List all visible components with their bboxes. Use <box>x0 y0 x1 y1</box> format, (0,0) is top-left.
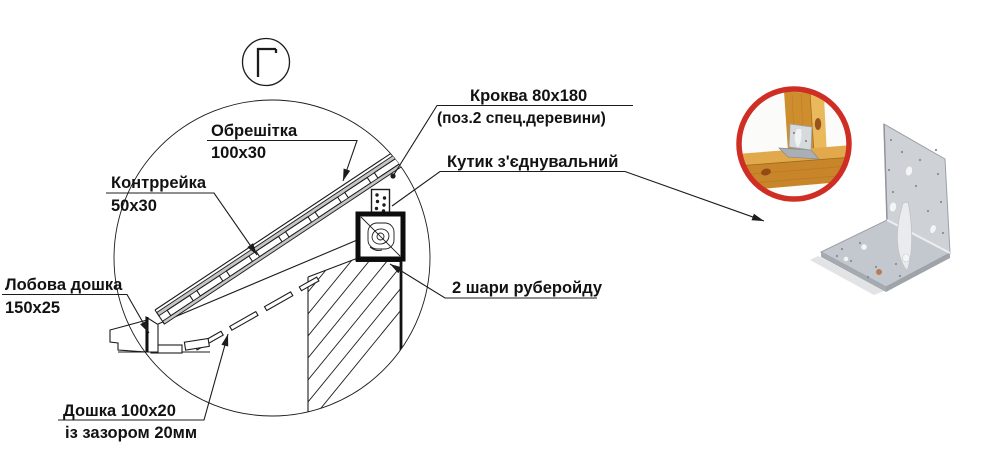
soffit-board <box>298 276 320 292</box>
label-kutyk: Кутик з'єднувальний <box>391 153 765 222</box>
leader-line <box>207 139 358 182</box>
fascia-board <box>145 316 159 353</box>
leader-arrowhead <box>343 168 351 181</box>
label-ruberoid: 2 шари руберойду <box>389 263 603 299</box>
rafter-end-screws <box>370 188 391 216</box>
detail-boundary-circle <box>113 99 431 417</box>
soffit-board <box>183 337 210 351</box>
rust-hole <box>876 269 882 275</box>
soffit-board <box>263 291 294 312</box>
label-text: 2 шари руберойду <box>452 279 603 297</box>
label-krokva: Кроква 80x180 (поз.2 спец.деревини) <box>390 87 633 179</box>
detail-drawing-content <box>154 151 404 412</box>
label-text: Кроква 80x180 <box>470 87 587 105</box>
leader-arrowhead <box>390 264 402 274</box>
timber-end-grain <box>360 216 401 257</box>
bracket-shadow <box>810 256 884 295</box>
leader-arrowhead <box>140 320 149 333</box>
soffit-board <box>228 310 259 331</box>
band-left-cut <box>154 309 165 325</box>
soffit-boards-horizontal <box>150 337 210 354</box>
stamped-rib <box>794 129 802 148</box>
label-lobova-doshka: Лобова дошка 150x25 <box>2 276 150 334</box>
marker-circle <box>241 37 291 87</box>
red-highlight-ring <box>736 86 852 202</box>
leader-line <box>2 293 150 334</box>
label-dimension: 150x25 <box>5 299 60 317</box>
arrow-to-photo <box>624 170 765 222</box>
label-kontrreika: Контррейка 50x30 <box>106 174 258 256</box>
label-text: Контррейка <box>111 174 207 192</box>
wood-knot <box>761 168 771 176</box>
rafter-underside-edge <box>157 237 363 325</box>
stamped-rib <box>896 201 913 272</box>
wall-hatch <box>308 258 401 412</box>
leader-line <box>106 192 258 256</box>
masonry-wall <box>307 257 403 412</box>
label-note: (поз.2 спец.деревини) <box>437 110 606 127</box>
drip-edge-profile <box>109 319 148 353</box>
mounted-bracket <box>778 123 820 160</box>
bracket-slot-holes <box>843 165 937 263</box>
leader-dot <box>390 173 396 179</box>
installed-bracket-photo <box>736 86 852 202</box>
label-obreshitka: Обрешітка 100x30 <box>207 122 358 182</box>
detail-marker <box>241 37 291 87</box>
label-dimension: 100x30 <box>211 144 266 162</box>
leader-line <box>58 333 229 421</box>
bracket-nail-holes <box>835 138 945 279</box>
roof-layer-band <box>154 151 404 325</box>
label-text: Обрешітка <box>211 122 298 140</box>
label-text: Дошка 100x20 <box>63 402 176 420</box>
wall-top-edge <box>307 257 359 278</box>
wood-knot <box>814 118 822 130</box>
leader-line <box>392 104 633 177</box>
band-top-line <box>154 151 394 311</box>
leader-arrowhead <box>247 243 257 255</box>
label-doshka: Дошка 100x20 із зазором 20мм <box>58 333 229 442</box>
label-note: із зазором 20мм <box>65 424 197 442</box>
fold-line <box>886 219 951 254</box>
label-dimension: 50x30 <box>111 197 157 215</box>
leader-arrowhead <box>751 213 764 221</box>
leader-line <box>389 263 597 299</box>
marker-letter-g <box>256 47 278 77</box>
label-text: Кутик з'єднувальний <box>447 153 618 171</box>
leader-line <box>391 170 625 207</box>
leader-arrowhead <box>221 334 229 347</box>
lathing-row <box>166 157 402 317</box>
bracket-product-photo <box>810 123 952 295</box>
label-text: Лобова дошка <box>5 276 123 294</box>
angle-bracket-symbol <box>355 211 406 262</box>
